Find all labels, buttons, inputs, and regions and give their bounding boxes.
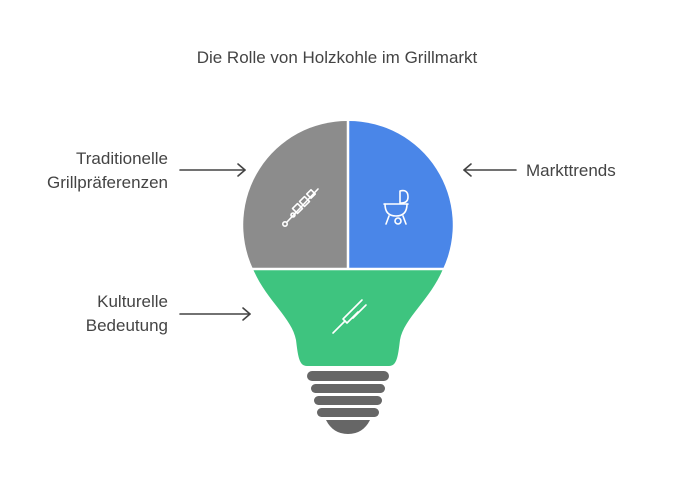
arrow-traditional [179, 163, 246, 177]
label-traditional-grill-preferences: Traditionelle Grillpräferenzen [47, 147, 168, 195]
label-cultural-line2: Bedeutung [85, 316, 168, 335]
bulb-base [307, 371, 389, 434]
grill-icon [383, 189, 409, 225]
label-traditional-line2: Grillpräferenzen [47, 173, 168, 192]
arrow-cultural [179, 307, 251, 321]
arrow-market [463, 163, 517, 177]
label-cultural-line1: Kulturelle [97, 292, 168, 311]
segment-traditional [243, 120, 348, 270]
segment-cultural [253, 269, 443, 366]
label-market-trends: Markttrends [526, 161, 616, 180]
fork-icon [332, 299, 367, 334]
skewer-icon [281, 188, 319, 228]
label-traditional-line1: Traditionelle [76, 149, 168, 168]
label-cultural-significance: Kulturelle Bedeutung [86, 290, 168, 338]
diagram-title: Die Rolle von Holzkohle im Grillmarkt [196, 48, 478, 67]
